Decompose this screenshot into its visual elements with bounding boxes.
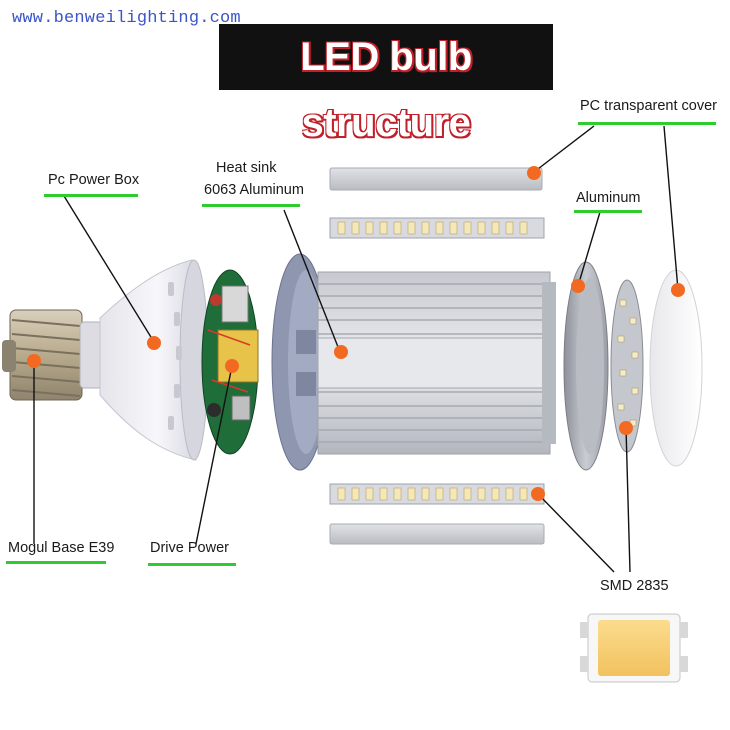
pc-round-cover-part [649,269,703,467]
pc-cover-strip-bottom [329,523,545,545]
smd-2835-chip [580,613,688,683]
marker-heat-sink [334,345,348,359]
led-strip-top [329,217,545,239]
title-banner: LED bulb structure [219,24,553,145]
marker-led-strip [531,487,545,501]
label-mogul-base: Mogul Base E39 [8,540,115,556]
label-smd-2835: SMD 2835 [600,578,669,594]
label-drive-power: Drive Power [150,540,229,556]
marker-led-board [619,421,633,435]
pc-cover-strip-top [329,167,543,191]
heat-sink-body [317,271,556,455]
marker-pc-transparent-cover [671,283,685,297]
label-aluminum: Aluminum [576,190,641,206]
callout-markers [27,166,685,501]
marker-drive-power [225,359,239,373]
marker-pc-power-box [147,336,161,350]
marker-aluminum [571,279,585,293]
label-pc-transparent-cover: PC transparent cover [580,98,718,114]
underline-heat-sink [202,204,300,207]
underline-pc-power-box [44,194,138,197]
diagram-title: LED bulb structure [300,35,472,145]
underline-aluminum [574,210,642,213]
heat-sink-end-plate [271,253,329,471]
label-pc-power-box: Pc Power Box [48,172,140,188]
label-heat-sink-line1: Heat sink [216,160,277,176]
pc-power-box-part [99,259,209,461]
mogul-base-e39-part [2,309,103,401]
marker-pc-cover-strip [527,166,541,180]
underline-drive-power [148,563,236,566]
led-strip-bottom [329,483,545,505]
led-board-disc-part [610,279,644,453]
website-url: www.benweilighting.com [12,9,241,28]
label-heat-sink-line2: 6063 Aluminum [204,182,304,198]
underline-mogul-base [6,561,106,564]
underline-pc-transparent-cover [578,122,716,125]
aluminum-disc-part [563,261,609,471]
leader-lines [33,125,679,573]
marker-mogul-base [27,354,41,368]
